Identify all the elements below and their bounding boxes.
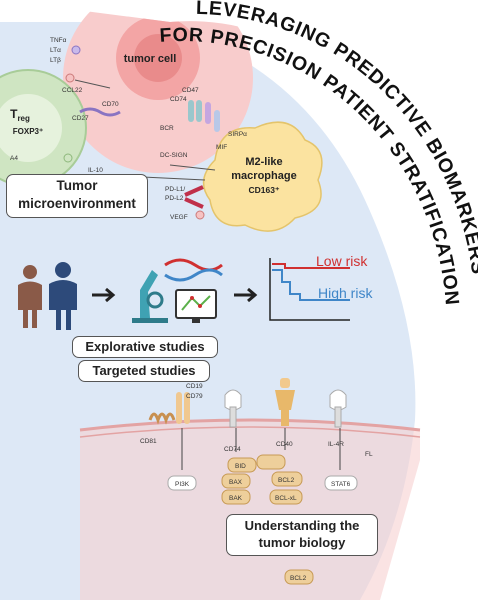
tme-box-line-1: Tumor xyxy=(56,178,98,193)
tme-molecules xyxy=(63,45,220,220)
bio-box-line-1: Understanding the xyxy=(244,518,360,533)
il10-label: IL-10 xyxy=(88,167,103,174)
tumor-microenvironment-box: Tumor microenvironment xyxy=(6,174,148,218)
pi3k-label: PI3K xyxy=(175,481,190,488)
bcr-label: BCR xyxy=(160,125,174,132)
tnfa-label: TNFα xyxy=(50,37,67,44)
targeted-studies-box: Targeted studies xyxy=(78,360,210,382)
bax-label: BAX xyxy=(229,479,243,486)
high-risk-curve xyxy=(272,269,350,301)
lta-label: LTα xyxy=(50,47,61,54)
stat6-label: STAT6 xyxy=(331,481,351,488)
low-risk-curve xyxy=(272,263,350,269)
high-risk-label: High risk xyxy=(318,285,373,301)
treg-marker: FOXP3⁺ xyxy=(13,127,43,136)
m2-macrophage xyxy=(202,121,323,232)
macrophage-marker: CD163⁺ xyxy=(249,185,280,195)
cd81-label: CD81 xyxy=(140,438,157,445)
cd79-label: CD79 xyxy=(186,393,203,400)
tme-box-line-2: microenvironment xyxy=(18,196,136,211)
cd19-label: CD19 xyxy=(186,383,203,390)
mif-label: MIF xyxy=(216,144,227,151)
explorative-studies-box: Explorative studies xyxy=(72,336,218,358)
cd70-label: CD70 xyxy=(102,101,119,108)
a4-label: A4 xyxy=(10,155,18,162)
macrophage-label-2: macrophage xyxy=(231,170,296,182)
tumor-cell xyxy=(63,0,253,173)
bid-label: BID xyxy=(235,463,246,470)
low-risk-label: Low risk xyxy=(316,253,368,269)
receptors xyxy=(148,378,358,585)
ccl22-label: CCL22 xyxy=(62,87,83,94)
arrow-2 xyxy=(234,287,258,303)
sirpa-label: SIRPα xyxy=(228,131,247,138)
cd74-label-bio: CD74 xyxy=(224,446,241,453)
dna-icon xyxy=(164,258,223,282)
treg-label: Treg xyxy=(10,107,30,123)
tumor-biology-box: Understanding the tumor biology xyxy=(226,514,378,556)
dcsign-label: DC-SIGN xyxy=(160,152,188,159)
cd47-label: CD47 xyxy=(182,87,199,94)
ltb-label: LTβ xyxy=(50,57,61,64)
bak-label: BAK xyxy=(229,495,243,502)
tumor-cell-label: tumor cell xyxy=(124,53,177,65)
bclxl-label: BCL-xL xyxy=(275,495,297,502)
macrophage-label-1: M2-like xyxy=(245,156,282,168)
survival-plot xyxy=(269,258,350,321)
arrow-1 xyxy=(92,287,116,303)
bcl2-label: BCL2 xyxy=(278,477,295,484)
bio-box-line-2: tumor biology xyxy=(258,535,346,550)
monitor-icon xyxy=(175,289,217,323)
patients-icon xyxy=(18,262,77,330)
cd40-label: CD40 xyxy=(276,441,293,448)
vegf-label: VEGF xyxy=(170,214,188,221)
bottom-protein-label: BCL2 xyxy=(290,575,307,582)
cd74-label-tme: CD74 xyxy=(170,96,187,103)
il4r-label: IL-4R xyxy=(328,441,344,448)
membrane xyxy=(80,420,420,600)
cd27-label: CD27 xyxy=(72,115,89,122)
pdl2-label: PD-L2 xyxy=(165,195,184,202)
microscope-icon xyxy=(132,270,168,323)
pdl1-label: PD-L1/ xyxy=(165,186,185,193)
fl-label: FL xyxy=(365,451,373,458)
